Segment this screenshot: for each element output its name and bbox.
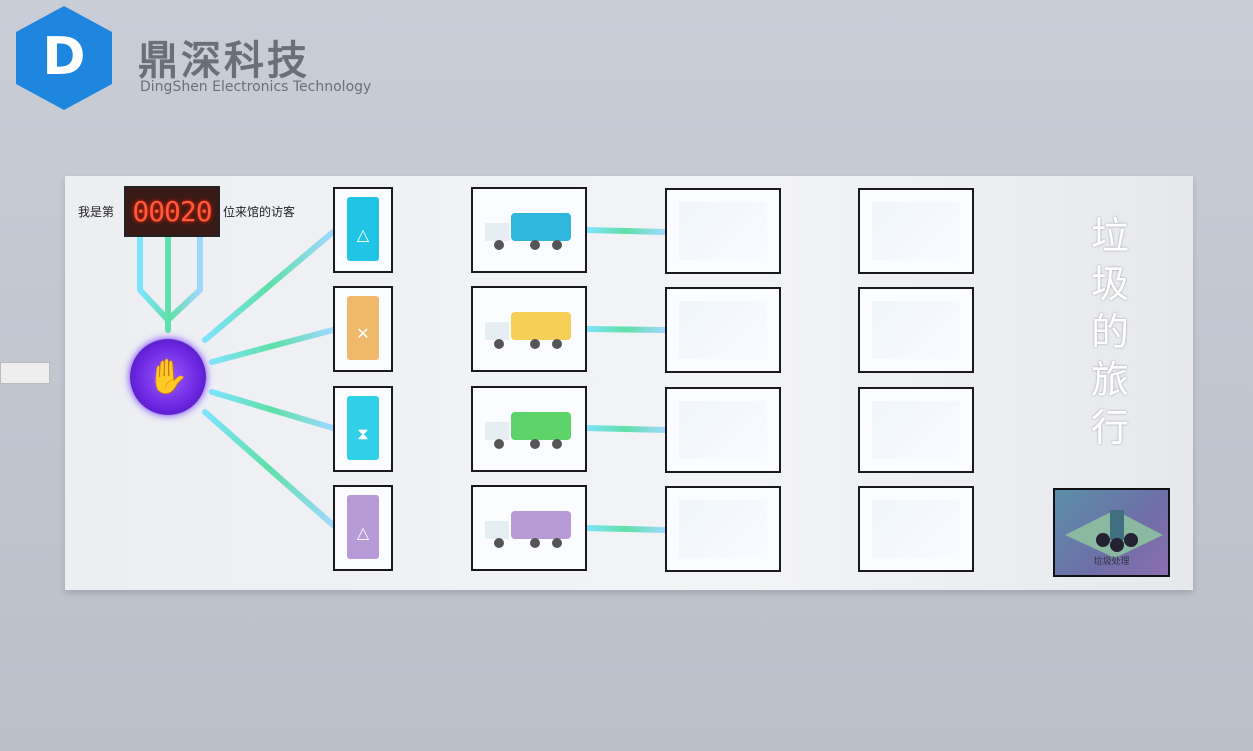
garbage-truck-icon	[485, 511, 571, 548]
process-illustration	[679, 301, 767, 359]
truck-tile-3	[471, 386, 587, 472]
bin-tile-1: △	[333, 187, 393, 273]
process-illustration	[679, 401, 767, 459]
process-tile-2-1	[665, 287, 781, 373]
bin-symbol: ⧗	[357, 424, 369, 443]
svg-text:D: D	[42, 27, 85, 87]
hand-icon: ✋	[146, 357, 190, 397]
final-caption: 垃圾处理	[1093, 557, 1130, 567]
trash-bin-icon: △	[347, 495, 379, 559]
bin-symbol: ✕	[356, 324, 370, 343]
row-connectors	[390, 227, 1056, 534]
logo-hex: D	[16, 6, 112, 110]
process-illustration	[872, 301, 960, 359]
process-tile-4-2	[858, 486, 974, 572]
title-char: 行	[1090, 406, 1129, 450]
garbage-truck-icon	[485, 312, 571, 349]
brand-name-en: DingShen Electronics Technology	[140, 79, 372, 95]
truck-tile-1	[471, 187, 587, 273]
truck-tile-2	[471, 286, 587, 372]
process-illustration	[872, 202, 960, 260]
garbage-truck-icon	[485, 412, 571, 449]
diag-line	[202, 229, 336, 343]
final-processing-screen: 垃圾处理	[1053, 488, 1170, 577]
process-illustration	[679, 500, 767, 558]
process-illustration	[679, 202, 767, 260]
bin-tile-3: ⧗	[333, 386, 393, 472]
process-tile-3-2	[858, 387, 974, 473]
process-tile-1-2	[858, 188, 974, 274]
title-char: 垃	[1090, 214, 1129, 258]
plant-illustration	[1065, 510, 1163, 558]
diag-line	[209, 327, 336, 365]
diag-line	[202, 409, 336, 528]
process-illustration	[872, 401, 960, 459]
branch-line	[137, 235, 203, 333]
title-char: 圾	[1090, 262, 1129, 306]
title-char: 旅	[1090, 358, 1129, 402]
trash-bin-icon: △	[347, 197, 379, 261]
exhibit-title: 垃 圾 的 旅 行	[1088, 212, 1132, 452]
trash-bin-icon: ⧗	[347, 396, 379, 460]
title-char: 的	[1090, 310, 1129, 354]
diag-line	[209, 389, 336, 431]
process-tile-2-2	[858, 287, 974, 373]
bin-tile-4: △	[333, 485, 393, 571]
trash-bin-icon: ✕	[347, 296, 379, 360]
bin-symbol: △	[356, 225, 370, 244]
exhibit-panel	[65, 176, 1193, 590]
visitor-counter-display: 00020	[124, 186, 220, 237]
process-tile-4-1	[665, 486, 781, 572]
counter-suffix: 位来馆的访客	[223, 205, 296, 219]
hand-sensor-button[interactable]: ✋	[130, 339, 206, 415]
process-tile-1-1	[665, 188, 781, 274]
counter-prefix: 我是第	[78, 205, 115, 219]
brand-name-cn: 鼎深科技	[138, 38, 310, 84]
truck-tile-4	[471, 485, 587, 571]
garbage-truck-icon	[485, 213, 571, 250]
process-illustration	[872, 500, 960, 558]
bin-tile-2: ✕	[333, 286, 393, 372]
bin-symbol: △	[356, 523, 370, 542]
process-tile-3-1	[665, 387, 781, 473]
wall-socket	[0, 362, 50, 384]
